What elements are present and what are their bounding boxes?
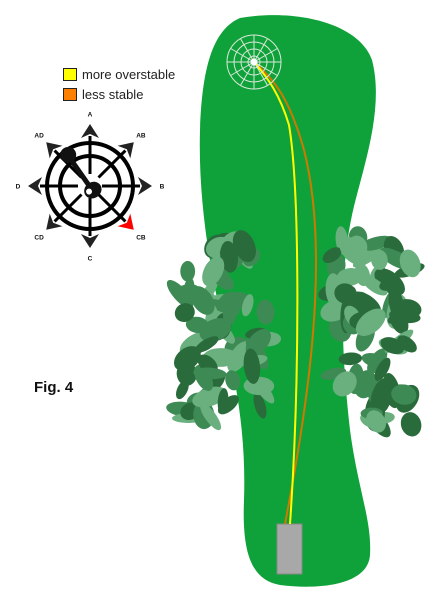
compass-arrow bbox=[138, 177, 152, 195]
compass-arrow bbox=[28, 177, 42, 195]
compass-arrow bbox=[81, 234, 99, 248]
compass-spoke bbox=[53, 193, 83, 223]
leaf bbox=[359, 235, 393, 251]
legend-item-less-stable: less stable bbox=[63, 84, 175, 104]
legend-swatch-orange bbox=[63, 87, 77, 101]
compass-spoke bbox=[53, 149, 83, 179]
leaf bbox=[193, 367, 227, 380]
compass-arrow-highlighted bbox=[117, 213, 134, 230]
leaf bbox=[348, 235, 368, 256]
leaf bbox=[366, 410, 386, 433]
leaf bbox=[200, 403, 222, 431]
basket-icon bbox=[226, 34, 282, 90]
figure-label: Fig. 4 bbox=[34, 379, 74, 396]
legend-label: more overstable bbox=[82, 66, 176, 82]
compass-spoke bbox=[97, 149, 127, 179]
leaf bbox=[202, 256, 225, 287]
leaf bbox=[391, 384, 417, 405]
legend: more overstable less stable bbox=[63, 64, 175, 104]
golfer-icon bbox=[60, 146, 102, 199]
leaf bbox=[374, 357, 391, 381]
leaf bbox=[194, 336, 219, 353]
compass-spoke bbox=[97, 193, 127, 223]
fairway bbox=[199, 15, 376, 587]
flight-path-more-overstable bbox=[253, 61, 299, 525]
leaf bbox=[338, 352, 363, 366]
leaf bbox=[232, 230, 256, 263]
compass-label: AD bbox=[34, 133, 44, 140]
flight-path-less-stable bbox=[253, 61, 318, 525]
legend-item-more-overstable: more overstable bbox=[63, 64, 175, 84]
leaf bbox=[243, 348, 261, 384]
compass-arrow bbox=[117, 142, 134, 159]
tree-cluster-left bbox=[166, 230, 282, 431]
leaf bbox=[389, 309, 421, 324]
leaf bbox=[253, 392, 267, 419]
compass-arrow bbox=[81, 124, 99, 138]
leaf bbox=[180, 260, 196, 282]
leaf bbox=[334, 283, 358, 304]
compass-label: D bbox=[16, 184, 21, 191]
leaf bbox=[190, 286, 215, 315]
leaf bbox=[367, 348, 388, 374]
leaf bbox=[241, 294, 254, 317]
legend-swatch-yellow bbox=[63, 67, 77, 81]
leaf bbox=[362, 275, 388, 296]
compass-label: C bbox=[88, 256, 93, 263]
leaf bbox=[176, 380, 189, 400]
leaf bbox=[371, 249, 388, 270]
leaf bbox=[217, 388, 229, 414]
leaf bbox=[220, 240, 239, 273]
tree-cluster-right bbox=[318, 226, 425, 438]
leaf bbox=[336, 267, 363, 287]
leaf bbox=[380, 337, 405, 355]
compass-label: B bbox=[160, 184, 165, 191]
leaf bbox=[174, 303, 195, 323]
compass-label: CD bbox=[34, 234, 44, 241]
leaf bbox=[399, 249, 421, 278]
leaf bbox=[352, 291, 381, 315]
leaf bbox=[379, 277, 402, 291]
leaf bbox=[332, 371, 357, 397]
leaf bbox=[322, 247, 342, 264]
compass-arrow bbox=[46, 142, 63, 159]
leaf bbox=[400, 412, 422, 437]
compass-label: CB bbox=[136, 234, 146, 241]
compass-label: AB bbox=[136, 133, 146, 140]
leaf bbox=[256, 299, 275, 325]
compass-label: A bbox=[88, 112, 93, 119]
leaf bbox=[222, 291, 239, 326]
compass-arrow bbox=[46, 213, 63, 230]
leaf bbox=[227, 341, 251, 373]
tee-pad bbox=[276, 523, 303, 575]
leaf bbox=[174, 346, 201, 372]
leaf bbox=[355, 308, 386, 336]
leaf bbox=[199, 318, 232, 342]
compass: A AB B CB C CD D AD bbox=[16, 112, 165, 263]
legend-label: less stable bbox=[82, 86, 144, 102]
leaf bbox=[225, 370, 241, 391]
